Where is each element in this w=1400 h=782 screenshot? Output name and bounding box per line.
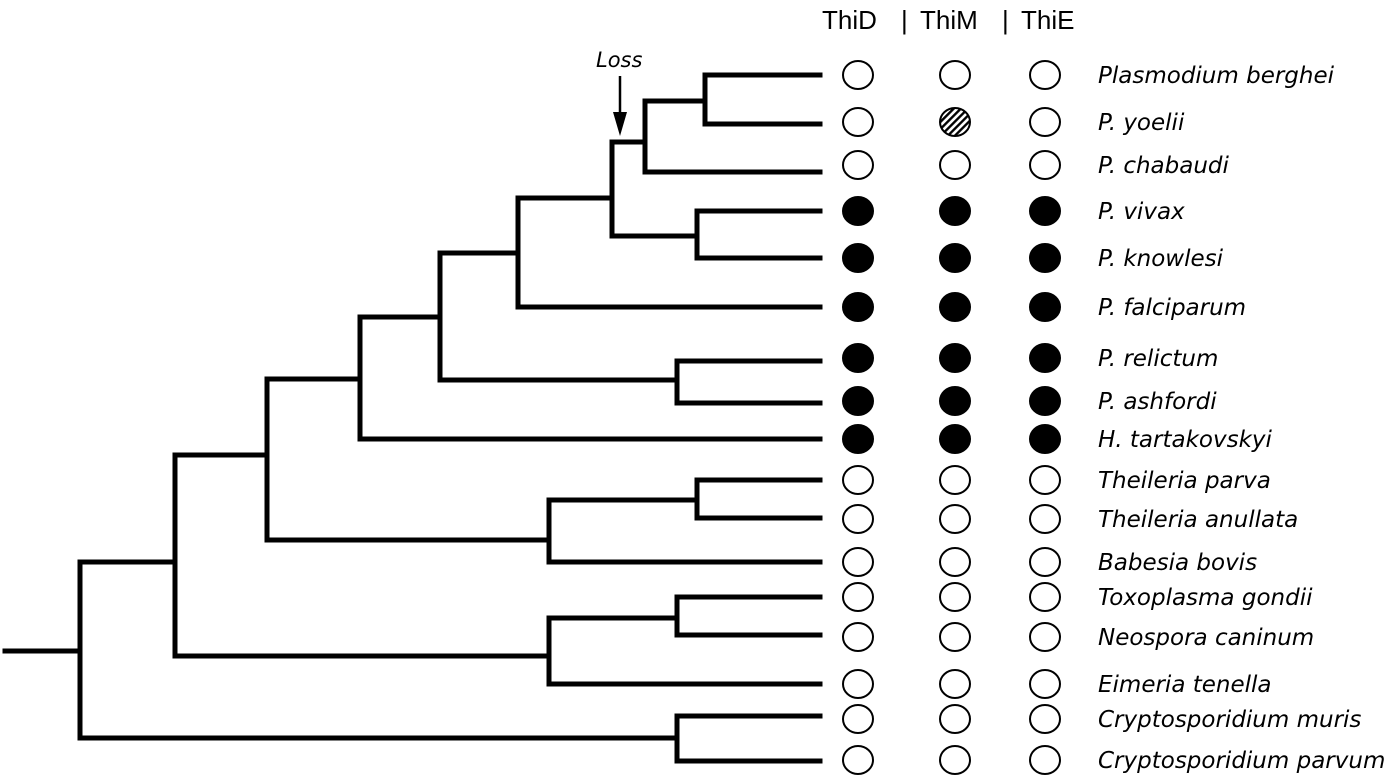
thie-absent-circle [1029,669,1061,699]
thie-present-circle [1029,196,1061,226]
phylogenetic-tree [2,72,823,764]
species-label: Theileria anullata [1098,507,1298,533]
thim-present-circle [939,292,971,322]
thie-absent-circle [1029,582,1061,612]
thid-absent-circle [842,582,874,612]
thid-absent-circle [842,150,874,180]
thid-present-circle [842,386,874,416]
thim-present-circle [939,386,971,416]
header-thid: ThiD [822,5,877,35]
thim-absent-circle [939,547,971,577]
thid-present-circle [842,196,874,226]
thid-absent-circle [842,60,874,90]
thie-present-circle [1029,424,1061,454]
thim-absent-circle [939,622,971,652]
thim-absent-circle [939,150,971,180]
thim-absent-circle [939,704,971,734]
thid-absent-circle [842,669,874,699]
thie-present-circle [1029,343,1061,373]
thim-absent-circle [939,465,971,495]
species-label: Theileria parva [1098,468,1271,494]
thid-absent-circle [842,547,874,577]
thid-absent-circle [842,465,874,495]
thid-present-circle [842,243,874,273]
thie-absent-circle [1029,150,1061,180]
thid-absent-circle [842,622,874,652]
taxa-rows: Plasmodium berghei P. yoelii P. chabaudiP.… [842,60,1385,775]
thid-present-circle [842,292,874,322]
thim-present-circle [939,196,971,226]
species-label: Cryptosporidium parvum [1098,748,1385,774]
species-label: Neospora caninum [1098,625,1314,651]
thie-present-circle [1029,386,1061,416]
thim-absent-circle [939,745,971,775]
loss-label: Loss [596,48,642,72]
species-label: P. yoelii [1098,110,1185,136]
thid-absent-circle [842,745,874,775]
thie-absent-circle [1029,704,1061,734]
species-label: H. tartakovskyi [1098,427,1273,453]
loss-arrow-icon [613,112,627,136]
loss-marker: Loss [596,48,642,136]
header-separator: | [901,5,908,35]
species-label: P. vivax [1098,199,1185,225]
thim-absent-circle [939,582,971,612]
thim-present-circle [939,243,971,273]
species-label: Toxoplasma gondii [1098,585,1313,611]
thie-absent-circle [1029,504,1061,534]
thim-partial-circle [939,107,971,137]
species-label: Cryptosporidium muris [1098,707,1361,733]
species-label: P. ashfordi [1098,389,1217,415]
thie-present-circle [1029,292,1061,322]
thim-present-circle [939,343,971,373]
thie-absent-circle [1029,622,1061,652]
thid-present-circle [842,424,874,454]
species-label: P. falciparum [1098,295,1246,321]
thie-absent-circle [1029,465,1061,495]
thid-absent-circle [842,704,874,734]
species-label: P. knowlesi [1098,246,1224,272]
thie-absent-circle [1029,745,1061,775]
species-label: Eimeria tenella [1098,672,1272,698]
species-label: P. relictum [1098,346,1218,372]
header-thim: ThiM [920,5,978,35]
thim-present-circle [939,424,971,454]
thim-absent-circle [939,504,971,534]
header-separator: | [1002,5,1009,35]
thid-absent-circle [842,504,874,534]
thie-present-circle [1029,243,1061,273]
header-thie: ThiE [1021,5,1074,35]
thid-absent-circle [842,107,874,137]
thie-absent-circle [1029,547,1061,577]
thie-absent-circle [1029,107,1061,137]
thim-absent-circle [939,60,971,90]
species-label: Plasmodium berghei [1098,63,1335,89]
thim-absent-circle [939,669,971,699]
species-label: Babesia bovis [1098,550,1257,576]
thie-absent-circle [1029,60,1061,90]
thid-present-circle [842,343,874,373]
species-label: P. chabaudi [1098,153,1230,179]
